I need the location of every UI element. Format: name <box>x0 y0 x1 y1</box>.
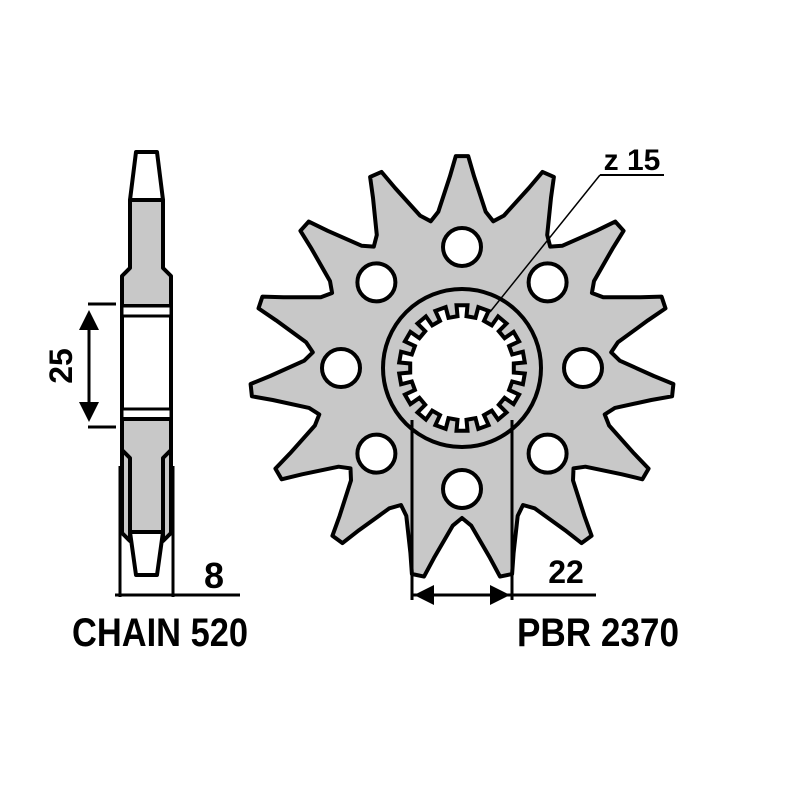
chain-label: CHAIN 520 <box>72 611 248 655</box>
bolt-hole <box>441 468 483 510</box>
bolt-hole <box>562 347 604 389</box>
side-profile-tooth-top <box>128 150 165 202</box>
teeth-count-label: z 15 <box>604 144 661 177</box>
bolt-hole <box>526 261 569 304</box>
side-profile-hub <box>120 304 173 421</box>
hub-ring <box>381 287 543 449</box>
side-profile-tooth-bottom <box>128 530 165 577</box>
bolt-hole <box>355 261 398 304</box>
side-profile-lower-body <box>120 417 173 534</box>
bolt-hole <box>526 432 569 475</box>
bolt-hole <box>355 432 398 475</box>
dim-thickness-label: 8 <box>204 555 224 596</box>
bolt-hole <box>441 226 483 268</box>
bolt-hole <box>320 347 362 389</box>
sprocket-front-view: 22 z 15 <box>248 144 676 605</box>
side-profile-view: 25 8 <box>43 150 240 597</box>
dim-spline-width-label: 22 <box>548 554 584 590</box>
bolt-holes <box>320 226 604 510</box>
part-number-label: PBR 2370 <box>517 611 679 655</box>
side-profile-hub-band-top <box>120 304 173 318</box>
dim-hub-height-label: 25 <box>43 348 79 384</box>
spline-bore <box>396 303 528 433</box>
